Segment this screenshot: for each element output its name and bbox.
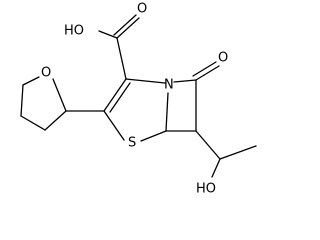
- structure-diagram: HO O O N S O HO: [20, 2, 257, 197]
- atom-label-hydroxyl-side: HO: [196, 182, 216, 197]
- bond-thf-c3-c4: [20, 115, 46, 131]
- bond-carboxyl-double-o-a: [116, 17, 140, 39]
- atom-label-ring-oxygen: O: [41, 66, 51, 81]
- bond-c2-n: [125, 78, 166, 84]
- bond-c3-s: [103, 110, 125, 141]
- bond-thf-c4-c5: [20, 84, 24, 117]
- bond-thf-o-c2: [52, 78, 67, 112]
- atom-label-carbonyl-acid: O: [137, 2, 147, 17]
- bond-c7-double-o-b: [192, 61, 217, 77]
- bond-carboxyl-to-hydroxyl: [98, 30, 118, 39]
- bond-c2-c3-b: [109, 82, 131, 113]
- atom-label-hydroxyl-acid: HO: [64, 24, 84, 39]
- bond-thf-c5-o: [22, 76, 40, 86]
- bond-thf-c2-c3: [44, 110, 67, 131]
- bond-s-c5: [140, 130, 167, 142]
- bond-side-methyl: [219, 145, 257, 160]
- bond-c6-side-carbon: [195, 130, 221, 160]
- bond-n-c7: [173, 79, 197, 83]
- bond-side-hydroxyl: [211, 158, 221, 178]
- bond-carboxyl-double-o-b: [113, 14, 137, 36]
- bond-c2-c3-a: [103, 78, 127, 112]
- bond-c7-double-o-a: [195, 65, 220, 81]
- atom-label-nitrogen: N: [164, 78, 174, 93]
- bond-ring-to-carboxyl-carbon: [116, 37, 127, 80]
- atom-label-sulfur: S: [128, 136, 136, 151]
- bond-n-c5: [165, 92, 169, 132]
- atom-label-carbonyl-lactam: O: [218, 51, 228, 66]
